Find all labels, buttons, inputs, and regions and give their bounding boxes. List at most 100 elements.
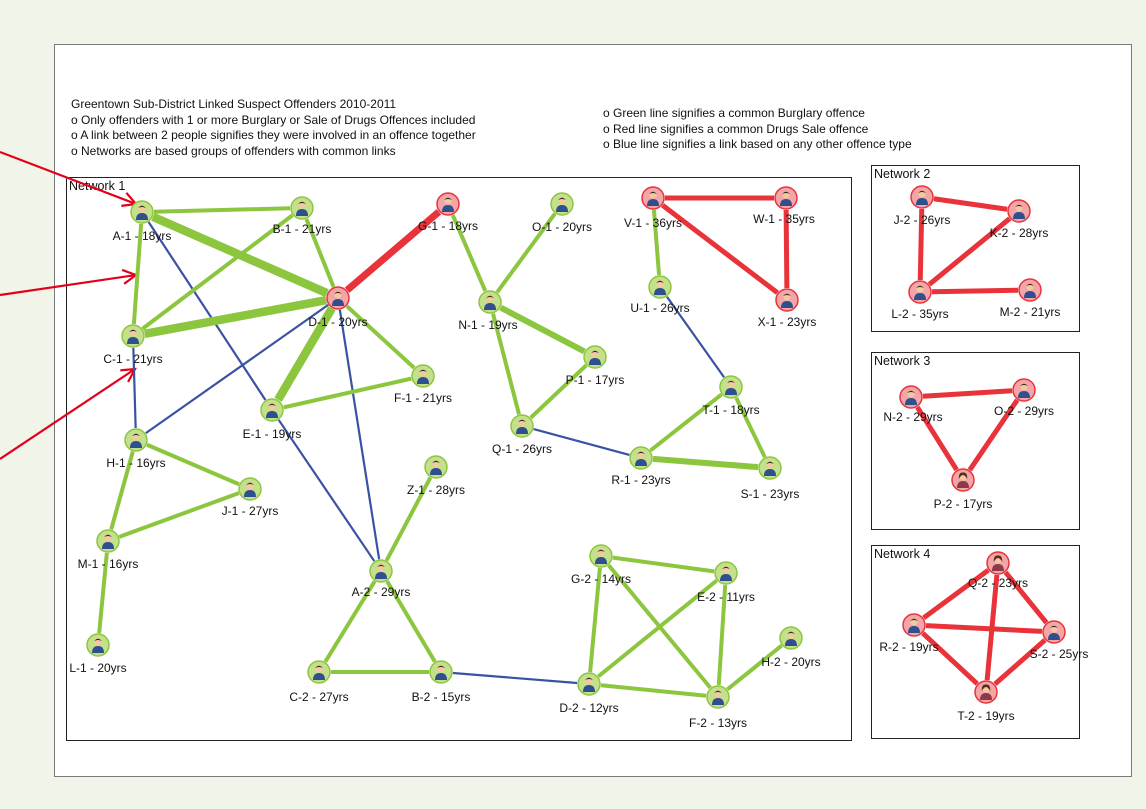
annotation-arrow [0,268,139,297]
offender-node-z-1[interactable]: Z-1 - 28yrs [407,455,465,497]
offender-node-n-2[interactable]: N-2 - 29yrs [883,385,943,424]
offender-node-v-1[interactable]: V-1 - 36yrs [624,186,682,230]
offender-node-j-1[interactable]: J-1 - 27yrs [222,477,279,518]
offender-node-e-1[interactable]: E-1 - 19yrs [243,398,302,441]
offender-node-b-2[interactable]: B-2 - 15yrs [412,660,471,704]
link-burglary-A-2-C-2 [323,580,377,663]
offender-node-x-1[interactable]: X-1 - 23yrs [758,288,817,329]
node-label: O-1 - 20yrs [532,220,592,234]
male-person-icon [244,482,256,497]
male-person-icon [1048,625,1060,640]
offender-node-u-1[interactable]: U-1 - 26yrs [630,275,690,315]
offender-node-r-2[interactable]: R-2 - 19yrs [879,613,939,654]
link-burglary-A-1-B-1 [153,206,291,214]
offender-node-o-1[interactable]: O-1 - 20yrs [532,192,592,234]
link-burglary-D-1-F-1 [345,304,416,370]
offender-node-d-1[interactable]: D-1 - 20yrs [308,286,368,329]
offender-node-m-1[interactable]: M-1 - 16yrs [78,529,139,571]
node-label: T-1 - 18yrs [702,403,759,417]
network-2-panel: Network 2 [871,165,1080,332]
link-other-D-1-H-1 [145,304,329,434]
offender-node-a-2[interactable]: A-2 - 29yrs [352,559,411,599]
offender-node-g-1[interactable]: G-1 - 18yrs [418,192,478,233]
male-person-icon [1018,383,1030,398]
male-person-icon [914,285,926,300]
male-person-icon [785,631,797,646]
link-burglary-G-2-E-2 [612,555,715,574]
offender-node-c-2[interactable]: C-2 - 27yrs [289,660,349,704]
link-burglary-T-1-S-1 [734,396,767,459]
link-burglary-H-1-J-1 [146,442,240,487]
male-person-icon [556,197,568,212]
offender-node-l-1[interactable]: L-1 - 20yrs [69,633,127,675]
offender-node-p-2[interactable]: P-2 - 17yrs [934,468,993,511]
annotation-arrow [0,367,137,460]
offender-node-s-1[interactable]: S-1 - 23yrs [741,456,800,501]
node-label: J-1 - 27yrs [222,504,279,518]
link-drugs-Q-2-R-2 [922,568,990,620]
offender-node-f-2[interactable]: F-2 - 13yrs [689,685,747,730]
node-label: F-2 - 13yrs [689,716,747,730]
node-label: U-1 - 26yrs [630,301,689,315]
offender-node-m-2[interactable]: M-2 - 21yrs [1000,278,1061,319]
node-label: F-1 - 21yrs [394,391,452,405]
offender-node-h-2[interactable]: H-2 - 20yrs [761,626,821,669]
offender-node-t-1[interactable]: T-1 - 18yrs [702,375,760,417]
node-label: T-2 - 19yrs [957,709,1014,723]
node-label: Q-2 - 23yrs [968,576,1028,590]
offender-node-b-1[interactable]: B-1 - 21yrs [273,196,332,236]
link-drugs-N-2-P-2 [915,405,959,472]
offender-node-n-1[interactable]: N-1 - 19yrs [458,290,518,332]
link-other-B-2-D-2 [452,671,578,685]
male-person-icon [92,638,104,653]
link-burglary-P-1-Q-1 [529,363,588,420]
male-person-icon [417,369,429,384]
male-person-icon [905,390,917,405]
node-label: M-2 - 21yrs [1000,305,1061,319]
link-burglary-E-2-D-2 [597,579,718,678]
offender-node-t-2[interactable]: T-2 - 19yrs [957,680,1015,723]
network-4-title: Network 4 [874,547,931,561]
offender-node-e-2[interactable]: E-2 - 11yrs [697,561,755,604]
female-person-icon [980,684,992,700]
link-burglary-B-1-D-1 [304,218,336,288]
link-burglary-N-1-G-1 [450,214,488,292]
link-other-Q-1-R-1 [533,428,630,456]
link-burglary-J-1-M-1 [118,491,240,539]
node-label: D-2 - 12yrs [559,701,618,715]
offender-node-q-2[interactable]: Q-2 - 23yrs [968,551,1028,590]
offender-node-w-1[interactable]: W-1 - 35yrs [753,186,815,226]
node-label: J-2 - 26yrs [894,213,951,227]
link-other-U-1-T-1 [666,296,725,378]
offender-node-o-2[interactable]: O-2 - 29yrs [994,378,1054,418]
link-drugs-O-2-P-2 [967,398,1020,472]
offender-node-p-1[interactable]: P-1 - 17yrs [566,345,625,387]
offender-node-q-1[interactable]: Q-1 - 26yrs [492,414,552,456]
male-person-icon [130,433,142,448]
link-other-C-1-H-1 [132,347,137,429]
offender-node-j-2[interactable]: J-2 - 26yrs [894,185,951,227]
link-drugs-J-2-K-2 [933,196,1008,212]
offender-node-r-1[interactable]: R-1 - 23yrs [611,446,671,487]
offender-node-l-2[interactable]: L-2 - 35yrs [891,280,949,321]
node-label: C-1 - 21yrs [103,352,162,366]
line-legend: o Green line signifies a common Burglary… [603,106,912,153]
link-drugs-V-1-X-1 [661,203,779,295]
link-drugs-D-1-G-1 [344,209,442,293]
diagram-title: Greentown Sub-District Linked Suspect Of… [71,97,397,111]
male-person-icon [647,191,659,206]
link-burglary-D-1-E-1 [274,306,336,402]
node-label: S-2 - 25yrs [1030,647,1089,661]
offender-node-s-2[interactable]: S-2 - 25yrs [1030,620,1089,661]
offender-node-k-2[interactable]: K-2 - 28yrs [990,199,1049,240]
legend-item-other: o Blue line signifies a link based on an… [603,137,912,151]
offender-node-c-1[interactable]: C-1 - 21yrs [103,324,163,366]
node-label: V-1 - 36yrs [624,216,682,230]
offender-node-h-1[interactable]: H-1 - 16yrs [106,428,166,470]
offender-node-a-1[interactable]: A-1 - 18yrs [113,200,172,243]
offender-node-g-2[interactable]: G-2 - 14yrs [571,544,631,586]
link-burglary-M-1-L-1 [97,552,109,634]
offender-node-f-1[interactable]: F-1 - 21yrs [394,364,452,405]
offender-node-d-2[interactable]: D-2 - 12yrs [559,672,619,715]
